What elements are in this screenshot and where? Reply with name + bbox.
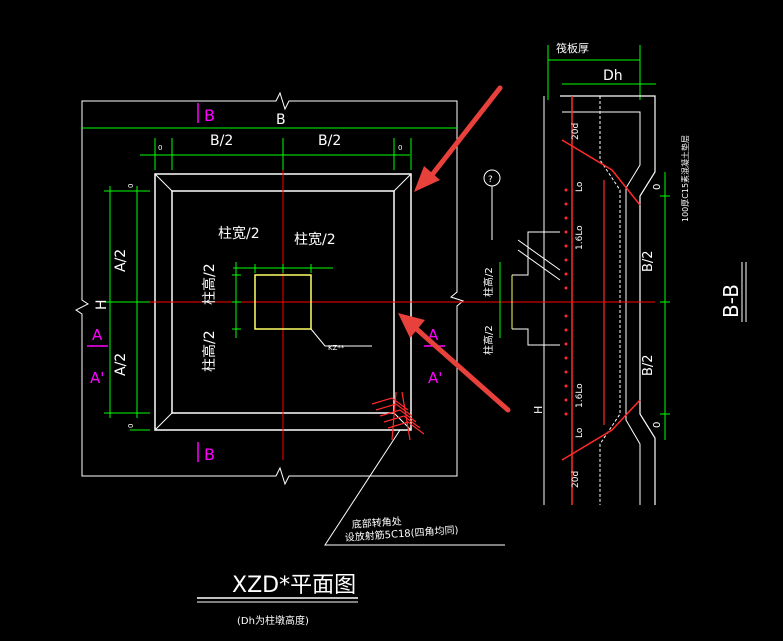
section-lo-top: Lo [575, 181, 585, 192]
title-sub: (Dh为柱墩高度) [237, 614, 309, 627]
section-h-label: H [532, 406, 545, 414]
section-a-left-prime-label: A' [90, 369, 104, 387]
callout-arrowhead-upper [414, 166, 440, 192]
plan-view: KZ** 柱宽/2 柱宽/2 柱高/2 柱高/2 B B/2 B/2 0 0 [75, 91, 505, 546]
dim-zero-top-right: 0 [398, 144, 402, 152]
section-leader [517, 249, 561, 281]
column-stub [512, 231, 560, 276]
section-b2-top: B/2 [641, 250, 656, 272]
column-height-bottom-label: 柱高/2 [201, 330, 218, 372]
section-zero-top: 0 [652, 184, 663, 190]
section-col-h-top: 柱高/2 [482, 267, 495, 297]
dim-zero-top-left: 0 [158, 144, 162, 152]
section-outline-right [560, 95, 656, 505]
rebar-dots [564, 188, 568, 416]
section-title: B-B [719, 284, 743, 318]
title-main: XZD*平面图 [232, 573, 356, 598]
column-width-right-label: 柱宽/2 [294, 231, 336, 248]
callout-arrowhead-lower [398, 313, 425, 338]
section-20d-top: 20d [571, 123, 581, 140]
column-tag: KZ** [328, 344, 345, 352]
section-outline-inner [562, 111, 641, 505]
section-circle-label: ? [488, 175, 493, 185]
column-tag-leader [310, 328, 372, 347]
note-line1: 底部转角处 [351, 515, 402, 531]
corner-radial-bars [371, 391, 425, 441]
callout-arrows [398, 85, 511, 413]
column-width-top-label: 柱宽/2 [218, 225, 260, 242]
section-cover-label: 100厚C15素混凝土垫层 [680, 135, 690, 222]
rebar-bend-top [561, 139, 641, 206]
dim-zero-left-bottom: 0 [127, 424, 135, 428]
dim-b-label: B [276, 112, 286, 128]
section-b-bottom-label: B [204, 445, 215, 464]
column-height-top-label: 柱高/2 [201, 263, 218, 305]
callout-arrow-upper [425, 85, 503, 183]
corner-diagonal [393, 173, 412, 192]
section-a-left-label: A [92, 326, 103, 344]
section-leader [517, 239, 561, 271]
section-bb: 筏板厚 Dh 柱高/2 柱高/2 [460, 41, 747, 505]
rebar-bend-bottom [561, 399, 641, 461]
dim-h-label: H [94, 299, 110, 310]
dim-b-half-right-label: B/2 [318, 133, 341, 149]
section-a-right-prime-label: A' [428, 369, 442, 387]
column-outline [254, 274, 312, 330]
section-top-label: 筏板厚 [556, 41, 589, 55]
drawing-title: XZD*平面图 (Dh为柱墩高度) [197, 573, 358, 627]
section-cover [599, 96, 621, 505]
note-leader [324, 429, 505, 546]
section-16lo-top: 1.6Lo [575, 225, 585, 250]
plan-outer-boundary [75, 91, 465, 486]
section-20d-bottom: 20d [571, 471, 581, 488]
section-16lo-bottom: 1.6Lo [575, 383, 585, 408]
column-stub [512, 328, 560, 346]
section-a-right-label: A [428, 326, 439, 344]
dim-a-half-top-label: A/2 [113, 249, 129, 272]
corner-diagonal [154, 173, 173, 192]
dim-a-half-bottom-label: A/2 [113, 353, 129, 376]
section-b2-bottom: B/2 [641, 354, 656, 376]
section-dh-label: Dh [603, 68, 623, 84]
dim-b-half-left-label: B/2 [210, 133, 233, 149]
section-lo-bottom: Lo [575, 427, 585, 438]
section-zero-bottom: 0 [652, 422, 663, 428]
callout-arrow-lower [409, 322, 511, 413]
dim-zero-left-top: 0 [127, 184, 135, 188]
section-b-top-label: B [204, 106, 215, 125]
corner-diagonal [154, 412, 173, 431]
section-col-h-bottom: 柱高/2 [482, 325, 495, 355]
